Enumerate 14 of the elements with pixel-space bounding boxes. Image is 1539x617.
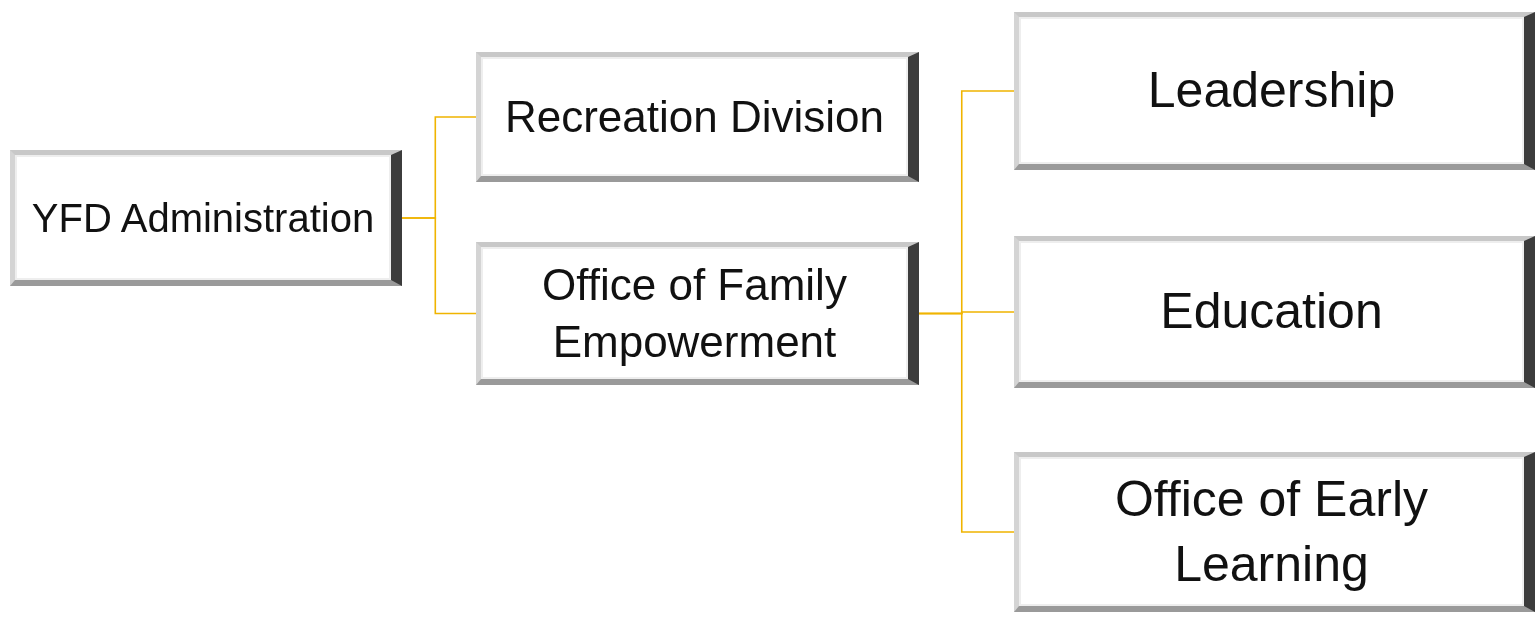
connector-line <box>401 217 477 315</box>
connector-line <box>918 312 1015 533</box>
org-box <box>476 52 919 182</box>
box-label: Leadership <box>1146 61 1397 120</box>
box-label: YFD Administration <box>30 194 376 242</box>
org-box <box>476 242 919 385</box>
org-box <box>1014 452 1535 612</box>
box-label: Education <box>1159 282 1384 341</box>
box-label: Office of Family Empowerment <box>541 258 848 368</box>
org-box <box>1014 12 1535 170</box>
box-label: Recreation Division <box>503 90 886 143</box>
org-box <box>10 150 402 286</box>
org-box <box>1014 236 1535 388</box>
box-label: Office of Early Learning <box>1113 469 1430 594</box>
